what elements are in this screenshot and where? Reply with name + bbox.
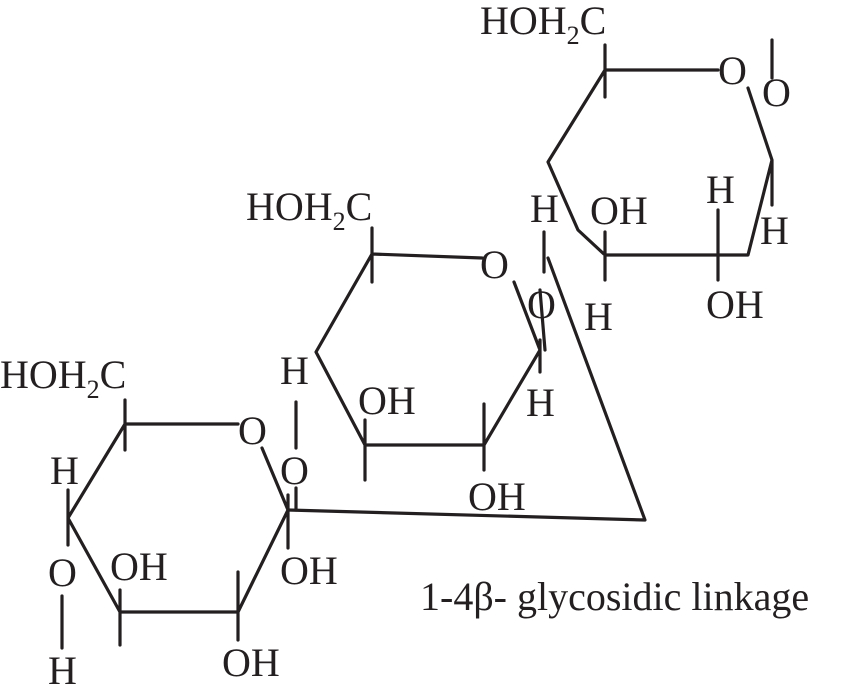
ring-1-oh-c3: OH (110, 544, 168, 589)
ring-1-h-c4: H (50, 448, 79, 493)
ring-1-oxygen: O (238, 408, 267, 453)
ring-3-oh-c3: OH (590, 188, 648, 233)
ring-1-oh-c2: OH (222, 640, 280, 685)
glucose-ring-2: HOH2C O O H H OH OH (246, 184, 556, 519)
svg-text:HOH2C: HOH2C (0, 352, 126, 404)
svg-text:HOH2C: HOH2C (246, 184, 372, 236)
ring-3-h-c1-down: H (760, 208, 789, 253)
ring-2-h-c4: H (280, 348, 309, 393)
ring-3-ch2oh-label: HOH2C (480, 0, 606, 50)
ring-2-bonds (294, 226, 547, 482)
ring-1-glycosidic-oxygen: O (280, 448, 309, 493)
svg-text:HOH2C: HOH2C (480, 0, 606, 50)
ring-3-oh-c2: OH (706, 282, 764, 327)
ring-2-oxygen: O (480, 242, 509, 287)
glycosidic-linkage-bracket (286, 256, 647, 522)
ring-3-h-c3: H (584, 294, 613, 339)
ring-3-h-c4: H (530, 186, 559, 231)
ring-1-oh-c1: OH (280, 548, 338, 593)
glucose-ring-1: HOH2C O O H O H OH OH OH (0, 352, 338, 687)
ring-1-ch2oh-label: HOH2C (0, 352, 126, 404)
ring-1-o4: O (48, 550, 77, 595)
ring-2-oh-c3: OH (358, 378, 416, 423)
glycosidic-linkage-caption: 1-4β- glycosidic linkage (420, 574, 809, 619)
ring-3-oxygen: O (718, 48, 747, 93)
ring-1-bonds (60, 398, 298, 650)
ring-1-h-terminal: H (48, 648, 77, 687)
ring-2-ch2oh-label: HOH2C (246, 184, 372, 236)
ring-3-top-oxygen: O (762, 70, 791, 115)
ring-2-glycosidic-oxygen: O (527, 282, 556, 327)
glucose-ring-3: HOH2C O O H H OH H H OH (480, 0, 791, 339)
ring-3-bonds (542, 38, 774, 282)
ring-3-h-c1-up: H (706, 167, 735, 212)
ring-2-h-c1: H (526, 380, 555, 425)
ring-2-oh-c2: OH (468, 474, 526, 519)
